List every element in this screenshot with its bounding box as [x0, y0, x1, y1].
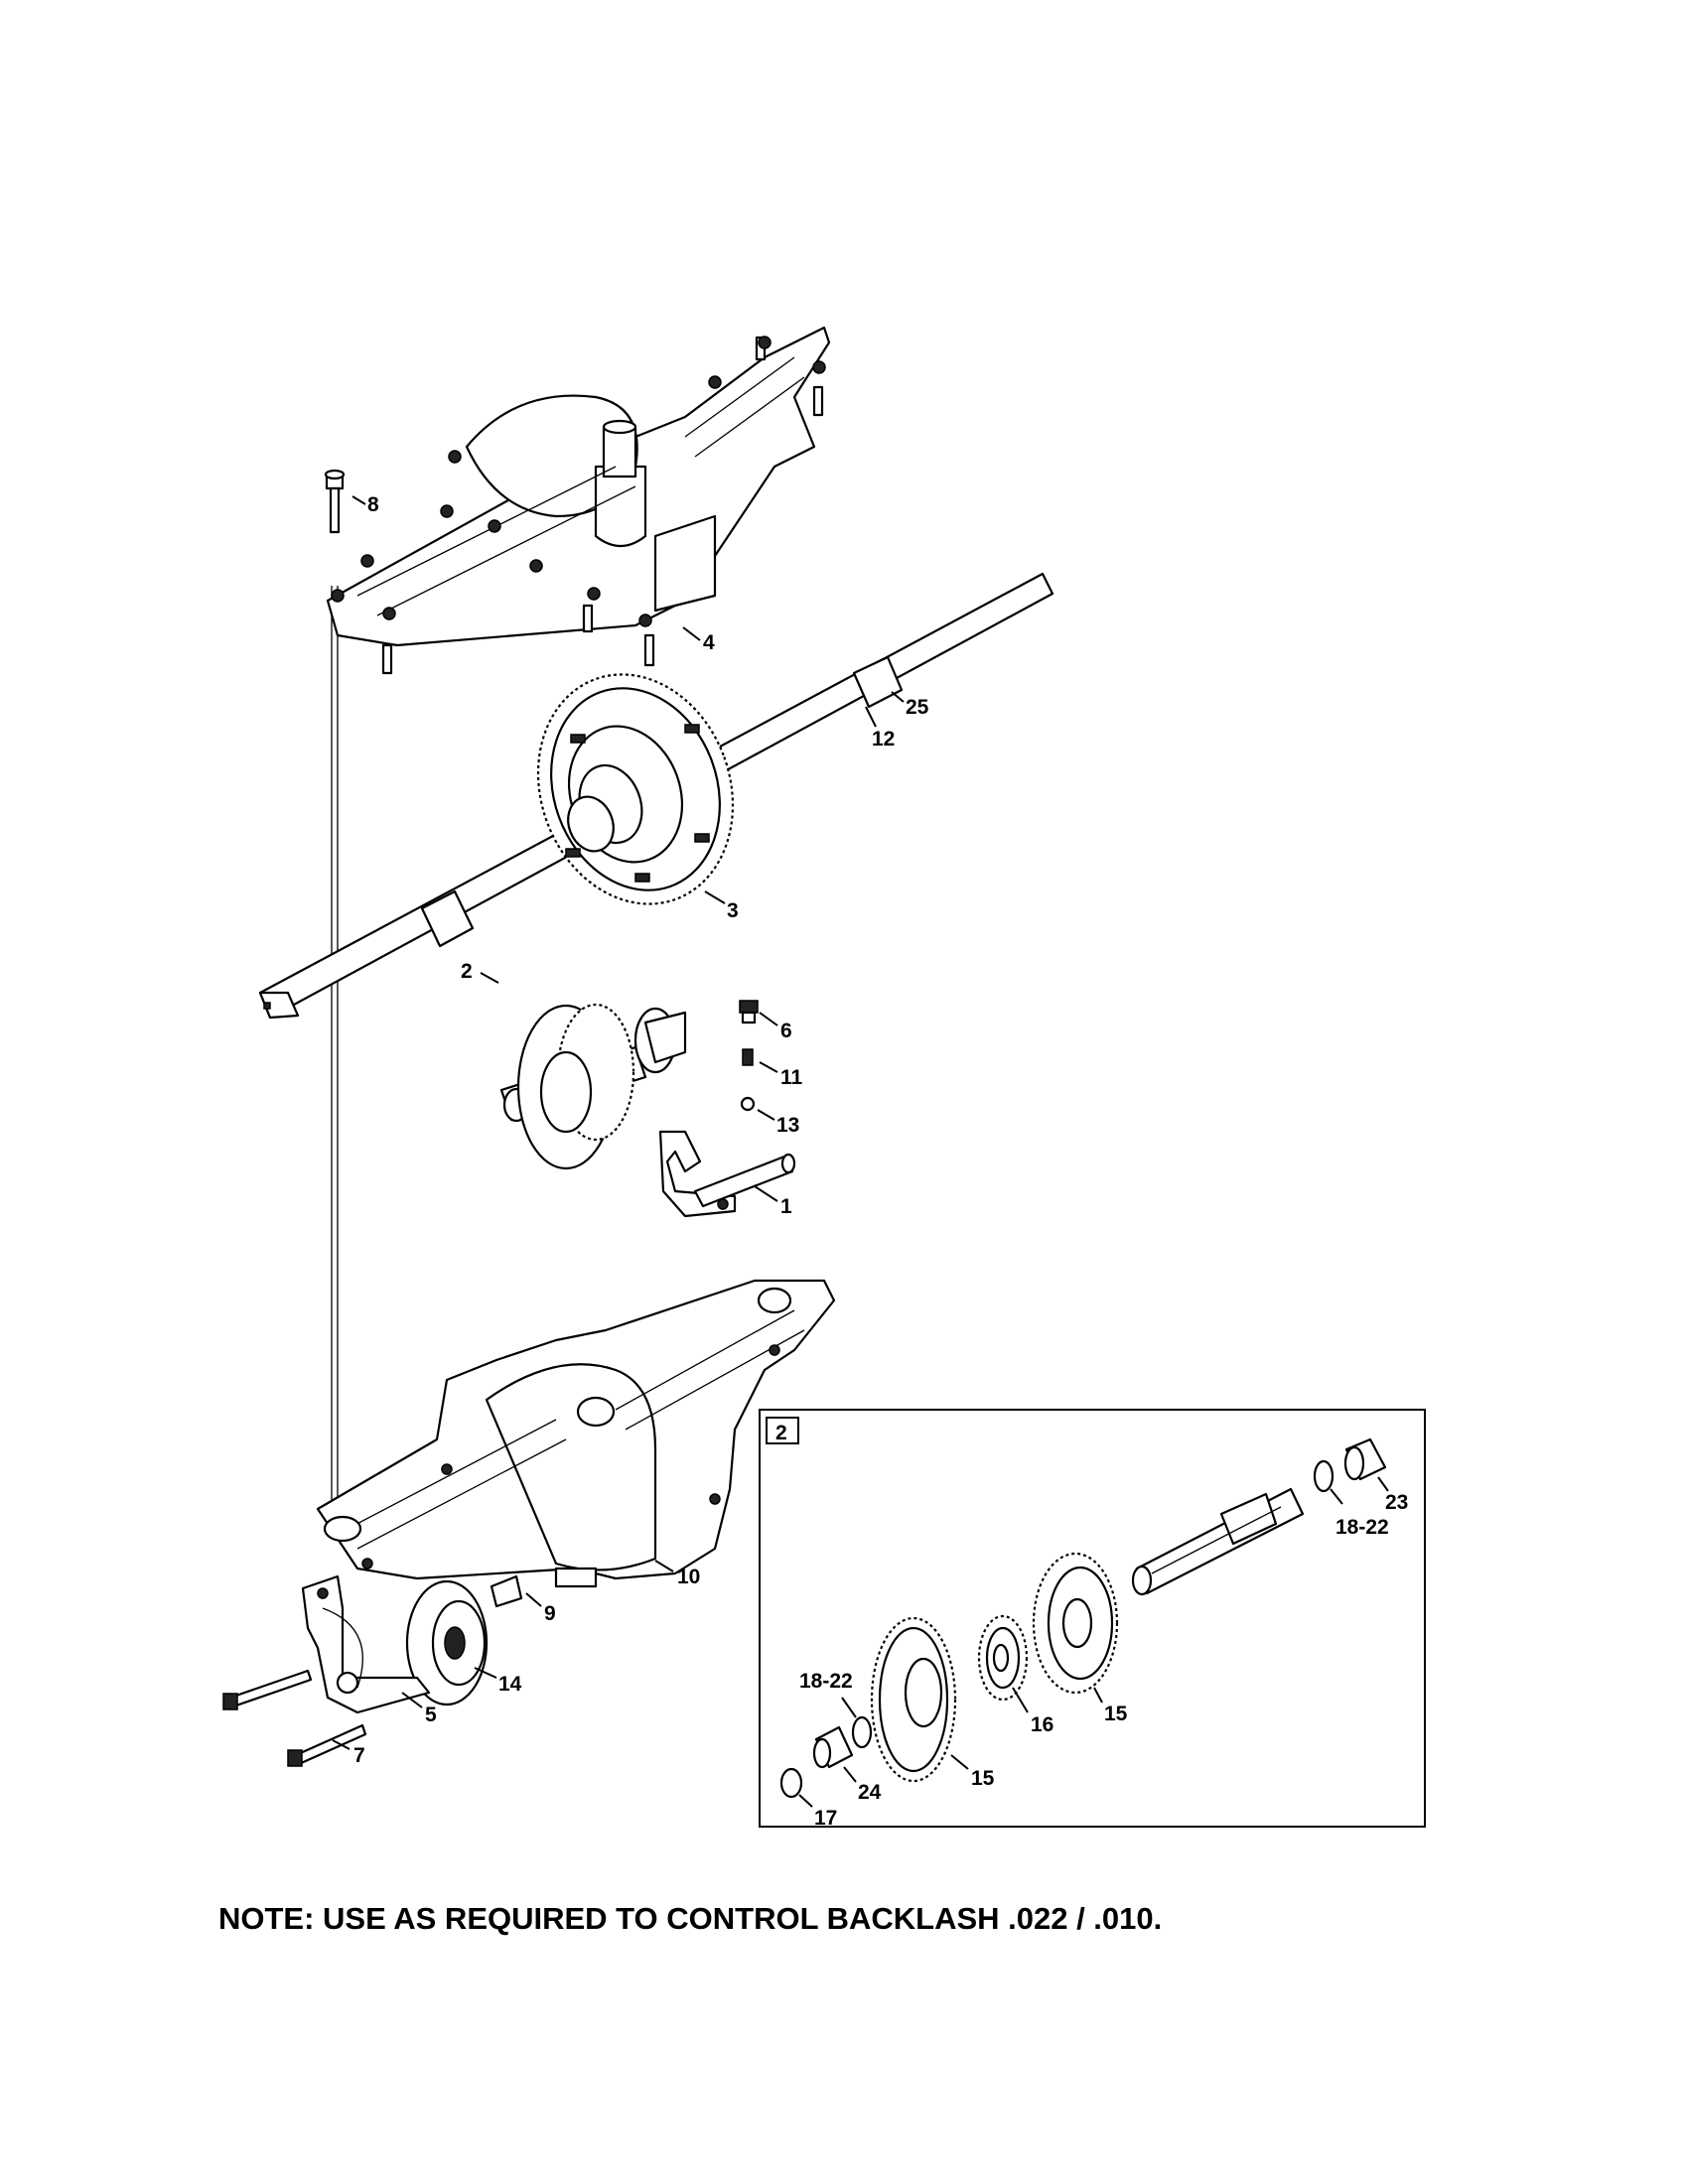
callout-3: 3: [727, 899, 739, 922]
bevel-gear-part-15-right: [1032, 1552, 1119, 1695]
upper-housing-part: [326, 326, 831, 675]
callout-16: 16: [1031, 1713, 1053, 1736]
callout-5: 5: [425, 1704, 437, 1726]
callout-11: 11: [780, 1066, 803, 1089]
bracket-part-5: [301, 1574, 431, 1714]
shift-fork-part-1: [658, 1130, 796, 1218]
bolt-part-8: [324, 469, 346, 534]
callout-1: 1: [780, 1195, 792, 1218]
spring-part-11: [742, 1048, 754, 1066]
inset-box-assembly-2: 2: [759, 1409, 1426, 1830]
callout-6: 6: [780, 1020, 792, 1042]
housing-studs: [331, 336, 826, 675]
ball-part-13: [740, 1096, 756, 1112]
bolts-part-7: [222, 1669, 367, 1767]
washer-part-18-22-left: [851, 1715, 873, 1749]
callout-9: 9: [544, 1602, 556, 1625]
spur-gear-part-16: [977, 1614, 1029, 1702]
callout-18-22-top: 18-22: [1335, 1516, 1389, 1539]
callout-7: 7: [353, 1744, 365, 1767]
callout-2: 2: [461, 960, 473, 983]
callout-10: 10: [677, 1566, 700, 1588]
callout-12: 12: [872, 728, 895, 751]
retaining-ring-part-17: [779, 1767, 803, 1799]
callout-18-22-left: 18-22: [799, 1670, 853, 1693]
bushing-part-24: [812, 1725, 854, 1769]
callout-leaders: [332, 495, 905, 1750]
key-part-9: [490, 1574, 523, 1608]
callout-25: 25: [906, 696, 929, 719]
gear-part-15-bottom: [870, 1616, 957, 1783]
callout-8: 8: [367, 493, 379, 516]
callout-24: 24: [858, 1781, 882, 1804]
backlash-note: NOTE: USE AS REQUIRED TO CONTROL BACKLAS…: [218, 1901, 1163, 1936]
washer-part-18-22-top: [1313, 1459, 1334, 1493]
callout-14: 14: [498, 1673, 522, 1696]
splined-shaft: [1131, 1487, 1305, 1596]
inset-label: 2: [775, 1422, 787, 1444]
plug-part-6: [739, 1000, 759, 1024]
lower-case-part-10: [316, 1279, 836, 1588]
callout-4: 4: [703, 631, 715, 654]
callout-13: 13: [776, 1114, 799, 1137]
bushing-part-23: [1343, 1437, 1387, 1481]
callout-15-bottom: 15: [971, 1767, 995, 1790]
ring-gear-part-3: [536, 673, 735, 905]
pulley-part-14: [405, 1579, 489, 1706]
callout-23: 23: [1385, 1491, 1408, 1514]
callout-15-right: 15: [1104, 1703, 1128, 1725]
cluster-gear-part-2: [499, 1003, 687, 1170]
callout-17: 17: [814, 1807, 837, 1830]
